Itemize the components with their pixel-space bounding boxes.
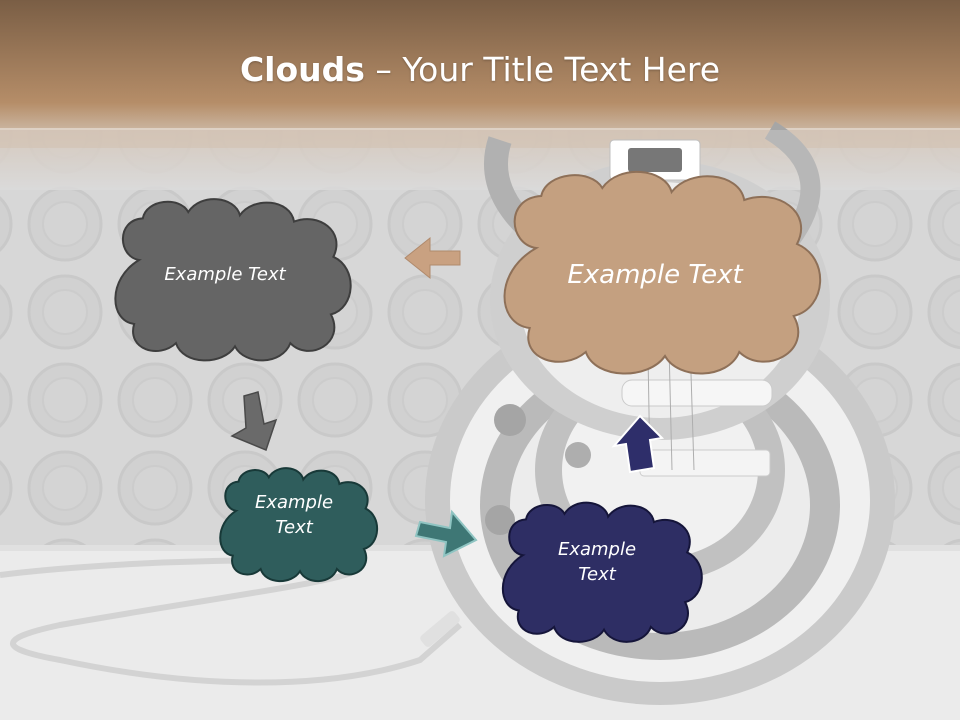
arrow-up-icon — [611, 414, 665, 474]
arrow-down-icon — [230, 391, 278, 451]
arrow-left-icon — [404, 236, 461, 280]
cloud-1 — [115, 199, 350, 360]
cloud-4 — [503, 503, 702, 642]
title-rest: Your Title Text Here — [402, 50, 721, 89]
cloud-1-text: Example Text — [164, 264, 286, 285]
title-bold: Clouds — [239, 50, 365, 89]
cloud-3 — [220, 468, 377, 581]
cloud-4-text: Example Text — [557, 539, 637, 586]
title-dash: – — [364, 50, 403, 89]
slide-title: Clouds – Your Title Text Here — [0, 50, 960, 89]
cloud-2 — [505, 172, 821, 374]
cloud-2-text: Example Text — [567, 260, 743, 290]
arrow-right-icon — [414, 509, 478, 558]
cloud-3-text: Example Text — [254, 492, 334, 539]
